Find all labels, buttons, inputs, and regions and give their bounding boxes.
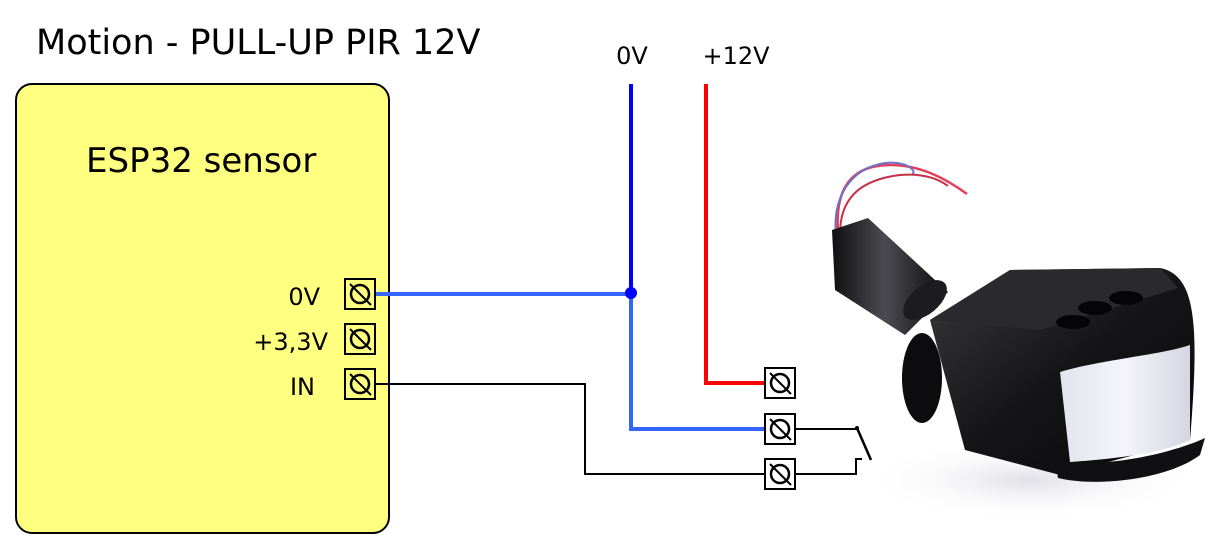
photo-housing-top — [930, 268, 1178, 330]
screw-icon — [769, 463, 791, 485]
rail-label-12v: +12V — [702, 42, 770, 70]
screw-slot-icon — [769, 463, 792, 486]
screw-slot-icon — [769, 418, 792, 441]
screw-slot-icon — [349, 328, 372, 351]
pir-terminal-12v — [764, 367, 796, 399]
screw-icon — [349, 283, 371, 305]
esp-terminal-3v3 — [344, 323, 376, 355]
terminals — [344, 278, 796, 490]
pir-terminal-0v — [764, 413, 796, 445]
junction-dot — [625, 287, 637, 299]
rail-label-0v: 0V — [616, 42, 648, 70]
switch-wire-bottom — [795, 458, 862, 475]
screw-icon — [349, 373, 371, 395]
screw-icon — [769, 372, 791, 394]
photo-button-1 — [1056, 315, 1090, 329]
photo-red-wire-2 — [839, 173, 949, 235]
photo-mount — [902, 333, 942, 423]
signal-in-wire — [375, 383, 766, 475]
esp-terminal-label-3v3: +3,3V — [253, 328, 328, 356]
esp-terminal-0v — [344, 278, 376, 310]
screw-icon — [769, 418, 791, 440]
switch-pivot — [855, 426, 859, 430]
photo-button-2 — [1078, 301, 1112, 315]
photo-tube — [832, 218, 948, 335]
photo-tube-ring — [903, 280, 947, 320]
switch-lever — [855, 427, 873, 461]
screw-slot-icon — [349, 283, 372, 306]
esp32-sensor-box — [15, 83, 390, 534]
pir-terminal-in — [764, 458, 796, 490]
photo-lens-base — [1055, 438, 1205, 482]
photo-button-3 — [1109, 291, 1143, 305]
pir-0v-wire — [629, 294, 766, 431]
screw-icon — [349, 328, 371, 350]
screw-slot-icon — [769, 372, 792, 395]
esp-terminal-label-in: IN — [290, 373, 315, 401]
diagram-title: Motion - PULL-UP PIR 12V — [36, 23, 481, 63]
photo-lens — [1060, 345, 1190, 462]
photo-blue-wire — [834, 161, 915, 237]
rail-12v-wire — [704, 84, 766, 385]
esp-terminal-label-0v: 0V — [288, 283, 320, 311]
esp-terminal-in — [344, 368, 376, 400]
esp32-title: ESP32 sensor — [86, 141, 316, 181]
pir-sensor-photo — [832, 161, 1205, 520]
screw-slot-icon — [349, 373, 372, 396]
